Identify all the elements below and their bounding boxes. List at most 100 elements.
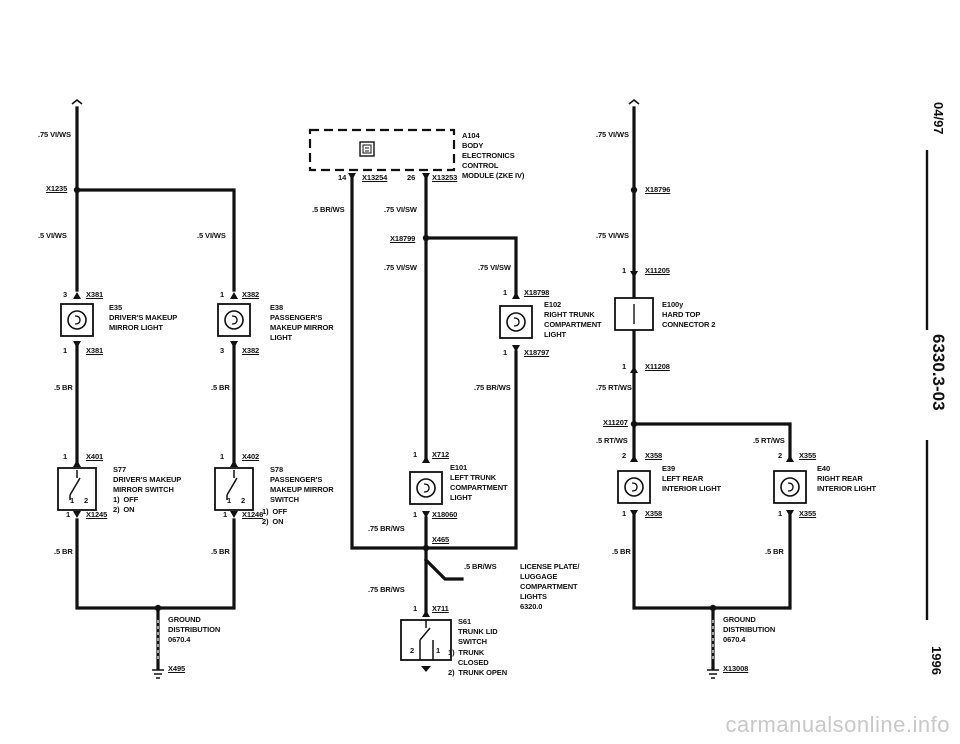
component-id: E39: [662, 464, 676, 473]
wire-label: .75 RT/WS: [596, 383, 632, 392]
component-id: E102: [544, 300, 562, 309]
wire-label: .5 BR: [54, 547, 73, 556]
component-name: PASSENGER'S MAKEUP MIRROR LIGHT: [270, 313, 334, 342]
wire-label: .75 VI/SW: [384, 205, 417, 214]
connector-id: X18798: [524, 288, 550, 297]
component-id: E35: [109, 303, 123, 312]
component-name: LEFT TRUNK COMPARTMENT LIGHT: [450, 473, 508, 502]
pin-number: 1: [622, 362, 627, 371]
pin-number: 1: [413, 604, 418, 613]
component-id: E101: [450, 463, 468, 472]
switch-pin: 2: [84, 496, 89, 505]
connector-id: X11205: [645, 266, 670, 275]
connector-id: X18060: [432, 510, 458, 519]
page-year: 1996: [929, 646, 944, 675]
wire-label: .5 VI/WS: [197, 231, 226, 240]
wire-label: .5 VI/WS: [38, 231, 67, 240]
pin-number: 1: [503, 348, 508, 357]
connector-id: X382: [242, 290, 260, 299]
switch-states: 1) TRUNK CLOSED 2) TRUNK OPEN: [448, 648, 508, 677]
pin-number: 1: [622, 266, 627, 275]
component-id: E40: [817, 464, 831, 473]
ground-distribution-label: GROUND DISTRIBUTION 0670.4: [168, 615, 221, 644]
connector-id: X358: [645, 451, 663, 460]
splice-connector: X11207: [603, 418, 628, 427]
ground-connector: X13008: [723, 664, 749, 673]
component-id: S61: [458, 617, 472, 626]
ground-distribution-label: GROUND DISTRIBUTION 0670.4: [723, 615, 776, 644]
component-name: RIGHT TRUNK COMPARTMENT LIGHT: [544, 310, 602, 339]
pin-number: 1: [63, 452, 68, 461]
ground-connector: X495: [168, 664, 186, 673]
pin-number: 1: [63, 346, 68, 355]
connector-id: X1245: [86, 510, 108, 519]
wire-label: .75 BR/WS: [368, 585, 405, 594]
pin-number: 2: [778, 451, 783, 460]
component-name: DRIVER'S MAKEUP MIRROR SWITCH: [113, 475, 182, 494]
connector-id: X358: [645, 509, 663, 518]
connector-id: X382: [242, 346, 260, 355]
component-id: E38: [270, 303, 284, 312]
component-id: S78: [270, 465, 284, 474]
connector-id: X355: [799, 451, 817, 460]
wire-label: .5 BR: [211, 383, 230, 392]
connector-id: X712: [432, 450, 450, 459]
component-id: E100y: [662, 300, 684, 309]
wire-label: .5 BR: [54, 383, 73, 392]
pin-number: 1: [778, 509, 783, 518]
switch-pin: 2: [241, 496, 246, 505]
wire-label: .5 BR/WS: [312, 205, 345, 214]
connector-id: X1246: [242, 510, 264, 519]
wire-label: .75 BR/WS: [474, 383, 511, 392]
component-name: HARD TOP CONNECTOR 2: [662, 310, 716, 329]
component-name: TRUNK LID SWITCH: [458, 627, 498, 646]
connector-id: X381: [86, 346, 104, 355]
page-date: 04/97: [931, 102, 946, 135]
wire-label: .5 BR: [211, 547, 230, 556]
wire-label: .5 RT/WS: [753, 436, 785, 445]
wire-label: .5 BR: [612, 547, 631, 556]
pin-number: 1: [413, 510, 418, 519]
connector-id: X13253: [432, 173, 458, 182]
switch-pin: 1: [70, 496, 75, 505]
module-name: BODY ELECTRONICS CONTROL MODULE (ZKE IV): [462, 141, 525, 180]
watermark: carmanualsonline.info: [725, 712, 950, 737]
module-id: A104: [462, 131, 480, 140]
pin-number: 1: [220, 290, 225, 299]
splice-connector: X1235: [46, 184, 68, 193]
pin-number: 14: [338, 173, 347, 182]
connector-id: X402: [242, 452, 260, 461]
wire-label: .75 BR/WS: [368, 524, 405, 533]
connector-id: X13254: [362, 173, 388, 182]
page-number: 6330.3-03: [929, 334, 948, 411]
wire-label: .5 BR: [765, 547, 784, 556]
pin-number: 1: [220, 452, 225, 461]
pin-number: 1: [413, 450, 418, 459]
pin-number: 3: [220, 346, 225, 355]
switch-s77-symbol: [57, 460, 97, 518]
wire-label: .75 VI/WS: [596, 130, 629, 139]
splice-connector: X465: [432, 535, 450, 544]
pin-number: 2: [622, 451, 627, 460]
connector-id: X11208: [645, 362, 670, 371]
wire-label: .75 VI/WS: [38, 130, 71, 139]
component-name: PASSENGER'S MAKEUP MIRROR SWITCH: [270, 475, 334, 504]
connector-id: X355: [799, 509, 817, 518]
component-name: LEFT REAR INTERIOR LIGHT: [662, 474, 722, 493]
connector-id: X18797: [524, 348, 550, 357]
wire-label: .75 VI/SW: [478, 263, 511, 272]
switch-states: 1) OFF 2) ON: [113, 495, 139, 514]
pin-number: 1: [503, 288, 508, 297]
wire-label: .5 RT/WS: [596, 436, 628, 445]
pin-number: 1: [622, 509, 627, 518]
switch-pin: 1: [227, 496, 232, 505]
switch-pin: 2: [410, 646, 415, 655]
pin-number: 26: [407, 173, 416, 182]
component-id: S77: [113, 465, 127, 474]
connector-id: X18796: [645, 185, 671, 194]
pin-number: 3: [63, 290, 68, 299]
connector-id: X381: [86, 290, 104, 299]
component-name: DRIVER'S MAKEUP MIRROR LIGHT: [109, 313, 178, 332]
